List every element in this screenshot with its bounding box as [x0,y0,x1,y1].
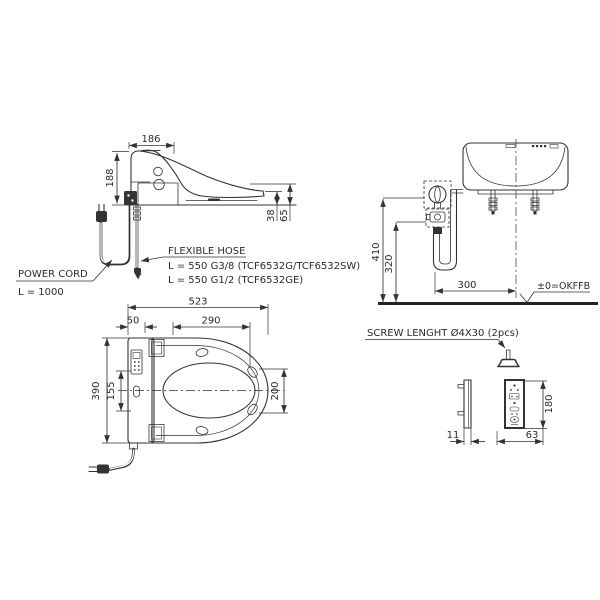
water-connectors [488,189,540,215]
screw-icon [497,349,520,368]
seat-top-lid [118,337,284,444]
screw-note: SCREW LENGHT Ø4X30 (2pcs) [367,327,519,339]
dim-186: 186 [128,134,175,154]
dim-11-text: 11 [447,430,460,441]
seat-side-profile [124,149,297,206]
dim-155-text: 155 [106,381,117,400]
flexible-hose-label: FLEXIBLE HOSE [168,246,245,257]
remote-side-view: 11 [447,379,485,445]
dim-188-text: 188 [105,168,116,187]
dim-63-text: 63 [526,430,539,441]
flexible-hose-callout: FLEXIBLE HOSE L = 550 G3/8 (TCF6532G/TCF… [140,246,360,286]
floor-level-text: ±0=OKFFB [537,281,590,292]
dim-320: 320 [384,221,426,302]
power-cord [96,203,131,266]
dim-410: 410 [371,197,424,302]
dim-38-65: 38 65 [250,183,296,222]
floor-level-callout: ±0=OKFFB [519,281,590,303]
dim-155: 155 [106,370,131,412]
dim-180-text: 180 [544,394,555,413]
dim-186-text: 186 [141,134,160,145]
dim-320-text: 320 [384,254,395,273]
dim-65-text: 65 [279,209,290,222]
dim-188: 188 [105,151,129,206]
flexible-hose [133,203,142,280]
dim-390-text: 390 [91,381,102,400]
screw-callout: SCREW LENGHT Ø4X30 (2pcs) [365,327,520,368]
dim-200-text: 200 [270,381,281,400]
dim-50: 50 [116,316,157,333]
rear-view: 410 320 300 ±0=OKFFB [371,139,598,305]
dim-410-text: 410 [371,242,382,261]
power-cord-spec: L = 1000 [18,287,64,298]
hose-loop [432,189,464,271]
power-cord-label: POWER CORD [18,269,88,280]
dim-523-text: 523 [188,297,207,308]
remote-front-view: 180 63 [496,379,555,445]
top-view: 523 50 290 390 155 [88,297,288,474]
dim-50-text: 50 [127,316,140,327]
dim-523: 523 [127,297,269,335]
dim-200: 200 [259,368,288,414]
side-view: 186 188 38 65 FLEXIBLE HOSE L = 550 G3/8… [16,134,360,298]
seat-rear-body [462,142,569,195]
flexible-hose-spec2: L = 550 G1/2 (TCF6532GE) [168,275,303,286]
dim-300: 300 [434,272,516,294]
flexible-hose-spec1: L = 550 G3/8 (TCF6532G/TCF6532SW) [168,261,360,272]
power-cord-callout: POWER CORD L = 1000 [16,259,113,298]
dim-300-text: 300 [457,280,476,291]
dim-290-text: 290 [201,316,220,327]
dim-290: 290 [172,316,251,366]
dim-38-text: 38 [266,209,277,222]
shutoff-valve [423,180,452,234]
power-cord-top-view [88,442,138,474]
remote-detail: SCREW LENGHT Ø4X30 (2pcs) 11 [365,327,555,445]
